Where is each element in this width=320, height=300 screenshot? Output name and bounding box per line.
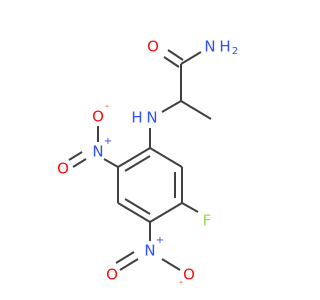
atom-nitro2-oxygen-charge: - (179, 277, 183, 288)
bond-nitro1-o-double-a (72, 158, 87, 168)
bond-nitro1-o-double-b (68, 151, 83, 161)
bond-carbonyl-nh2 (180, 51, 202, 65)
bond-ring-nitro1 (103, 158, 119, 168)
atom-nitro1-nitrogen: N (92, 143, 103, 161)
atom-amide-nitrogen: N (204, 38, 215, 56)
atom-fluorine: F (203, 212, 212, 230)
atom-amine-hydrogen: H (131, 109, 142, 127)
ring-bond-3 (149, 202, 183, 223)
atom-amide-hydrogen: H (219, 38, 230, 56)
molecule-structure: O N H 2 N H O - N + O F N + O O - (57, 38, 238, 289)
atom-nitro1-nitrogen-charge: + (104, 136, 112, 147)
ring-bond-6 (117, 147, 151, 168)
atom-nitro2-oxygen-minus: O (183, 266, 195, 284)
atom-nitro2-nitrogen-charge: + (156, 235, 164, 246)
atom-nitro2-oxygen: O (106, 266, 118, 284)
atom-labels: O N H 2 N H O - N + O F N + O O - (57, 38, 238, 289)
atom-amide-oxygen: O (147, 38, 159, 56)
atom-nitro1-oxygen-minus: O (92, 108, 104, 126)
atom-nitro1-oxygen-charge: - (105, 101, 109, 112)
ring-bond-6-inner (124, 155, 151, 172)
bond-nitro2-ominus (161, 258, 181, 271)
bond-ring-fluorine (181, 202, 199, 213)
bond-carbonyl-a (163, 56, 180, 68)
bond-carbonyl-b (167, 49, 184, 61)
bond-nitro2-o-double-b (115, 251, 135, 264)
ring-bond-1 (149, 147, 183, 168)
ring-bond-4 (117, 202, 151, 223)
atom-amine-nitrogen: N (146, 109, 157, 127)
ring-bond-4-inner (124, 198, 151, 215)
atom-nitro1-oxygen: O (57, 160, 69, 178)
bond-nitro2-o-double-a (119, 258, 139, 271)
atom-amide-h-subscript: 2 (232, 46, 238, 57)
bond-alpha-nh (161, 100, 182, 113)
atom-nitro2-nitrogen: N (144, 242, 155, 260)
bonds (68, 49, 212, 271)
bond-alpha-methyl (180, 100, 212, 120)
